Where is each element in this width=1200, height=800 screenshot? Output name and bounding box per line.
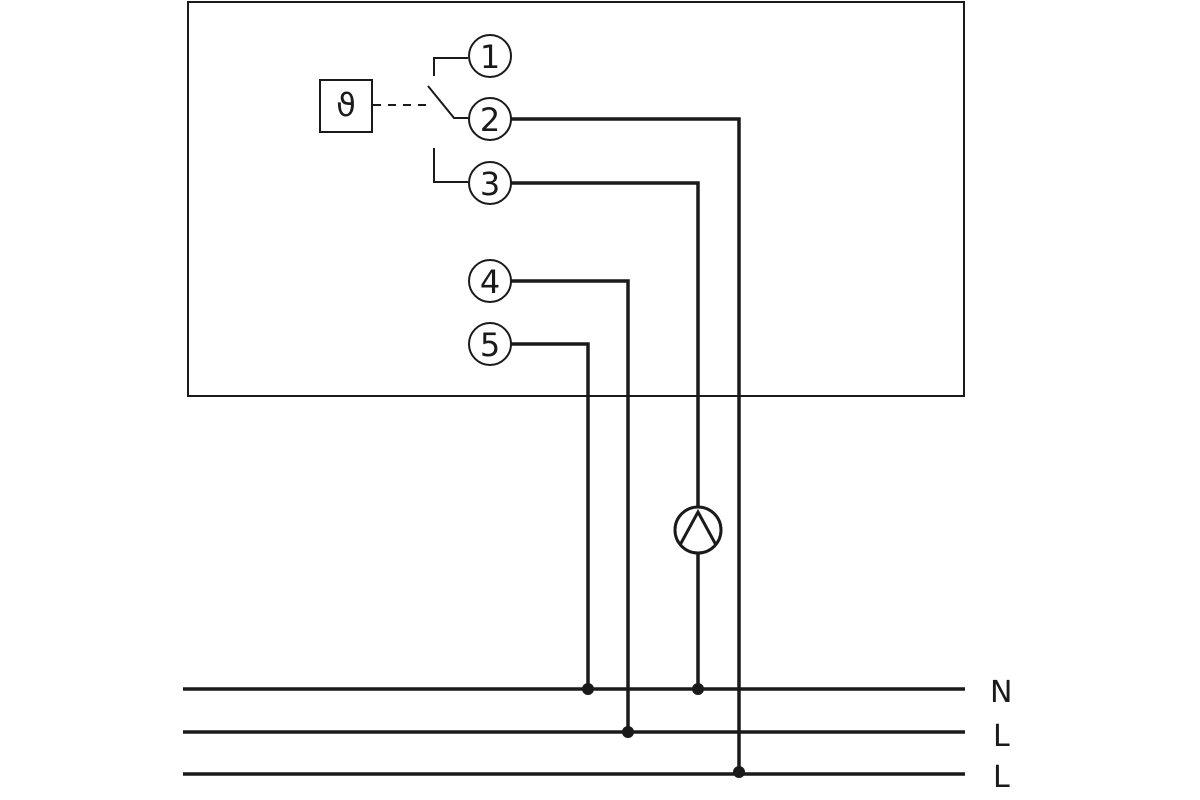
theta-icon: ϑ	[336, 86, 356, 124]
junction-terminal-4-l1	[622, 726, 634, 738]
bus-n-label: N	[990, 675, 1012, 710]
temperature-sensor: ϑ	[319, 79, 373, 133]
contact-wire-3	[433, 148, 468, 183]
terminals	[468, 34, 512, 366]
bus-bars	[183, 687, 965, 776]
pump-icon	[673, 505, 723, 555]
junction-pump-n	[692, 683, 704, 695]
device-housing	[187, 1, 965, 397]
wire-terminal-3	[511, 181, 700, 507]
terminal-5-label: 5	[480, 326, 500, 364]
contact-wire-1	[433, 57, 468, 76]
terminal-4-label: 4	[480, 263, 500, 301]
wire-terminal-2	[511, 117, 741, 772]
wire-terminal-4	[511, 279, 630, 732]
pump-circle	[673, 505, 723, 555]
wires	[511, 117, 741, 772]
sensor-box	[319, 79, 373, 133]
terminal-2-label: 2	[480, 101, 500, 139]
terminal-3-label: 3	[480, 165, 500, 203]
bus-labels: N L L	[990, 675, 1012, 795]
changeover-contact	[427, 57, 468, 183]
wire-terminal-5	[511, 342, 590, 690]
terminal-1-label: 1	[480, 38, 500, 76]
bus-l2-label: L	[993, 760, 1010, 795]
terminal-labels: 1 2 3 4 5	[480, 38, 500, 364]
bus-l1-label: L	[993, 719, 1010, 754]
junctions	[582, 683, 745, 778]
pump-triangle	[678, 508, 718, 546]
junction-terminal-2-l2	[733, 766, 745, 778]
terminal-1-circle	[468, 34, 512, 78]
contact-blade	[427, 85, 468, 119]
junction-terminal-5-n	[582, 683, 594, 695]
